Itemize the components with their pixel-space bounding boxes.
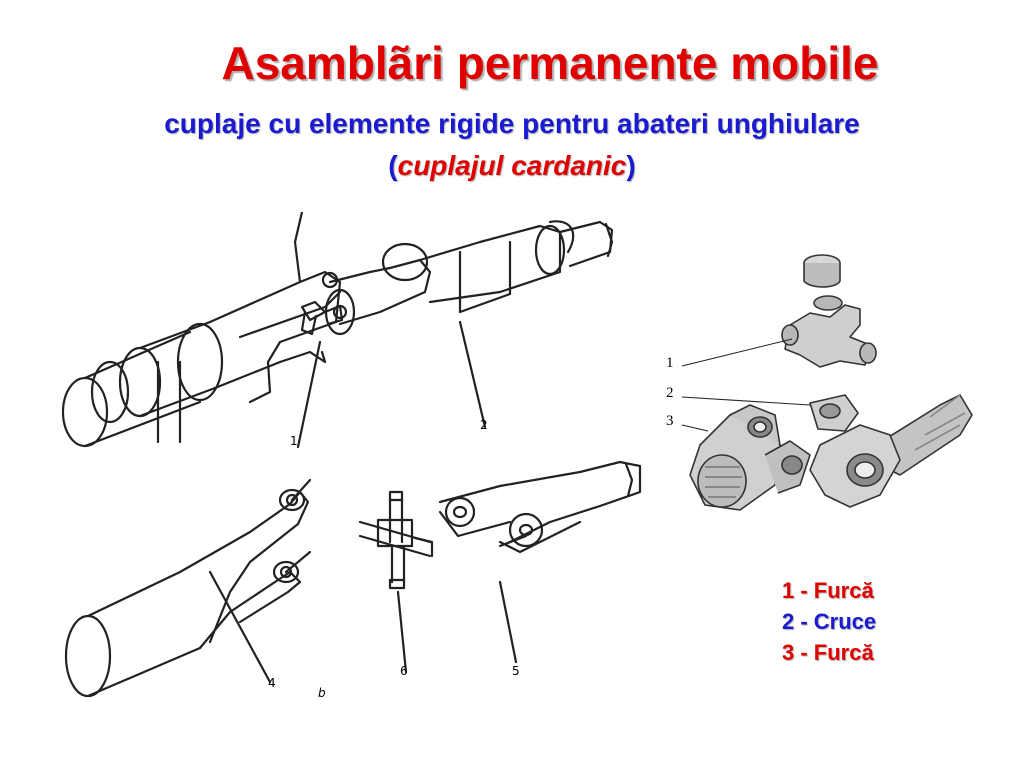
callout-label-1: 1: [290, 434, 298, 448]
subtitle-emphasis: cuplajul cardanic: [397, 150, 627, 181]
cardan-exploded-drawing: 4 6 5 b: [60, 452, 660, 712]
photo-label-3: 3: [666, 413, 674, 429]
legend-item-furca-1: 1 - Furcă: [782, 578, 874, 603]
figure-label-b: b: [318, 686, 326, 700]
slide-subtitle: cuplaje cu elemente rigide pentru abater…: [164, 108, 860, 139]
slide-subtitle-cardanic: (cuplajul cardanic): [0, 150, 1024, 182]
cardan-parts-photo: 1 2 3: [660, 245, 980, 545]
callout-label-2: 2: [480, 418, 488, 432]
photo-label-1: 1: [666, 355, 674, 371]
callout-label-6: 6: [400, 664, 408, 678]
paren-close: ): [626, 150, 636, 181]
slide-title: Asamblãri permanente mobile: [221, 37, 879, 89]
photo-label-2: 2: [666, 385, 674, 401]
paren-open: (: [388, 150, 398, 181]
parts-legend: 1 - Furcă 2 - Cruce 3 - Furcă: [782, 575, 876, 668]
legend-item-cruce: 2 - Cruce: [782, 609, 877, 634]
callout-label-5: 5: [512, 664, 520, 678]
callout-label-4: 4: [268, 676, 276, 690]
cardan-assembly-drawing: 1 2: [40, 212, 640, 452]
legend-item-furca-3: 3 - Furcă: [782, 640, 874, 665]
